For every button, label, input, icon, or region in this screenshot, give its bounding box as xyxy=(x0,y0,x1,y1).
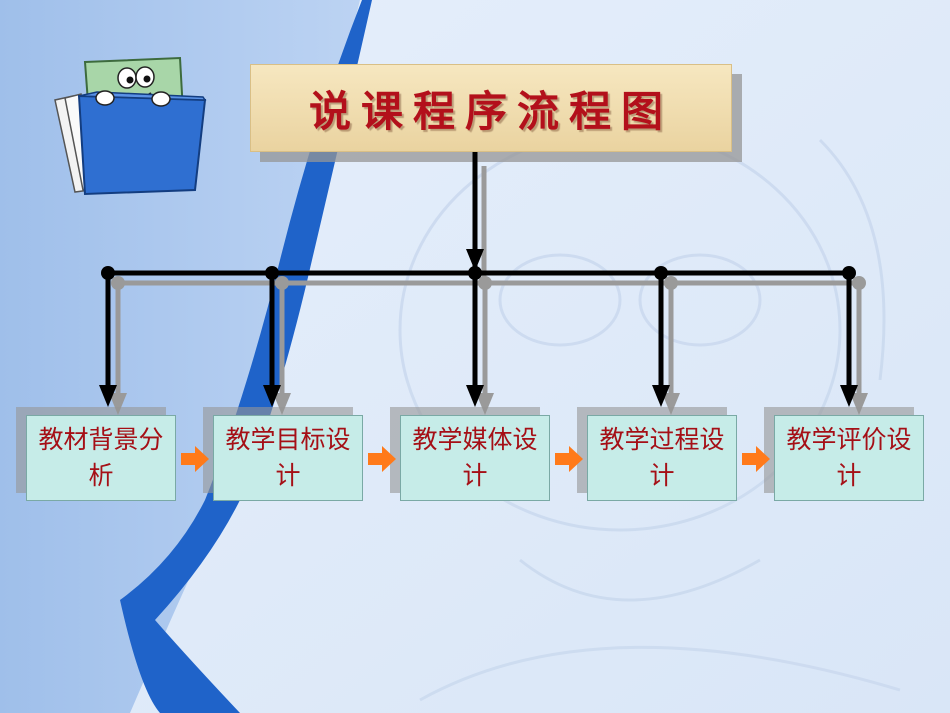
node-teaching-evaluation-design: 教学评价设计 xyxy=(774,415,924,501)
flow-arrow-icon xyxy=(742,446,770,472)
node-label: 教材背景分析 xyxy=(38,425,164,490)
node-label: 教学过程设计 xyxy=(599,425,725,490)
folder-with-smiling-paper-icon xyxy=(54,56,207,196)
node-teaching-material-analysis: 教材背景分析 xyxy=(26,415,176,501)
flow-arrow-icon xyxy=(555,446,583,472)
node-teaching-process-design: 教学过程设计 xyxy=(587,415,737,501)
flow-arrow-icon xyxy=(181,446,209,472)
node-label: 教学目标设计 xyxy=(225,425,351,490)
diagram-title: 说课程序流程图 xyxy=(308,86,673,136)
diagram-title-box: 说课程序流程图 xyxy=(250,64,732,152)
node-teaching-objective-design: 教学目标设计 xyxy=(213,415,363,501)
node-teaching-media-design: 教学媒体设计 xyxy=(400,415,550,501)
node-label: 教学媒体设计 xyxy=(412,425,538,490)
node-label: 教学评价设计 xyxy=(786,425,912,490)
flow-arrow-icon xyxy=(368,446,396,472)
